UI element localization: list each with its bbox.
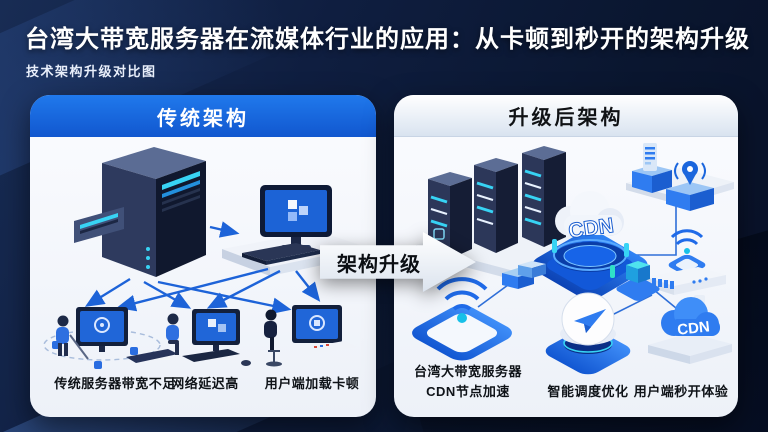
client-station-bandwidth-icon — [43, 307, 178, 369]
client-station-lag-icon — [264, 305, 356, 367]
client-cdn-cloud-icon: CDN — [648, 295, 732, 364]
page-subtitle: 技术架构升级对比图 — [26, 64, 157, 79]
client-station-latency-icon — [166, 309, 251, 366]
cache-cube-icon — [616, 261, 660, 301]
edge-nodes-icon — [626, 143, 734, 211]
page-title: 台湾大带宽服务器在流媒体行业的应用：从卡顿到秒开的架构升级 — [25, 26, 750, 53]
caption-high-latency: 网络延迟高 — [171, 375, 239, 391]
datacenter-node-icon — [632, 143, 672, 193]
caption-smart-dispatch: 智能调度优化 — [547, 383, 629, 399]
caption-bandwidth-shortage: 传统服务器带宽不足 — [54, 375, 176, 391]
taiwan-bandwidth-server-icon — [412, 277, 512, 361]
upgraded-panel-header: 升级后架构 — [394, 95, 738, 137]
location-node-icon — [666, 161, 714, 211]
paper-plane-icon — [574, 309, 606, 333]
upgrade-arrow: 架构升级 — [320, 232, 476, 292]
traditional-panel-header: 传统架构 — [30, 95, 376, 137]
traditional-architecture-diagram — [43, 147, 366, 369]
smart-dispatch-sphere-icon — [545, 292, 631, 375]
upgraded-architecture-diagram: CDN — [412, 143, 734, 375]
server-tower-icon — [74, 147, 206, 277]
upgrade-arrow-shape: 架构升级 — [320, 232, 476, 292]
cdn-cloud-platform-icon: CDN — [532, 191, 648, 299]
svg-text:CDN: CDN — [676, 318, 710, 338]
stacked-servers-icon — [502, 261, 546, 289]
connection-arrows — [84, 221, 321, 315]
upgraded-architecture-panel: 升级后架构 — [394, 95, 738, 417]
caption-cdn-node-line2: CDN节点加速 — [426, 383, 510, 399]
caption-cdn-node-acceleration: 台湾大带宽服务器 CDN节点加速 — [400, 362, 536, 401]
traditional-architecture-panel: 传统架构 — [30, 95, 376, 417]
caption-instant-open: 用户端秒开体验 — [633, 383, 729, 399]
wifi-router-icon — [646, 229, 726, 295]
caption-client-lag: 用户端加载卡顿 — [264, 375, 360, 391]
caption-cdn-node-line1: 台湾大带宽服务器 — [413, 364, 522, 379]
upgrade-arrow-label: 架构升级 — [337, 253, 421, 276]
